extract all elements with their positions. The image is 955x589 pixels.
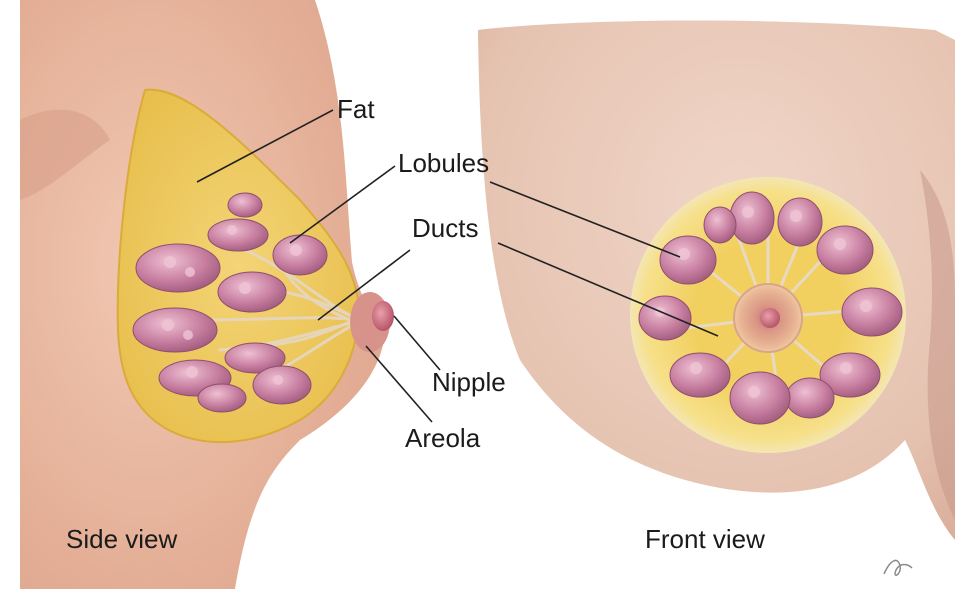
artist-signature-icon — [884, 560, 912, 575]
label-ducts: Ducts — [412, 215, 478, 241]
label-lobules: Lobules — [398, 150, 489, 176]
label-areola: Areola — [405, 425, 480, 451]
nipple-leader-line — [394, 316, 440, 370]
side-view-nipple — [372, 301, 394, 331]
front-view-figure — [478, 21, 955, 576]
side-view-figure — [20, 0, 394, 589]
front-view-nipple — [760, 308, 780, 328]
label-nipple: Nipple — [432, 369, 506, 395]
label-fat: Fat — [337, 96, 375, 122]
areola-leader-line — [366, 346, 432, 422]
front-view-caption: Front view — [645, 526, 765, 552]
side-view-caption: Side view — [66, 526, 177, 552]
